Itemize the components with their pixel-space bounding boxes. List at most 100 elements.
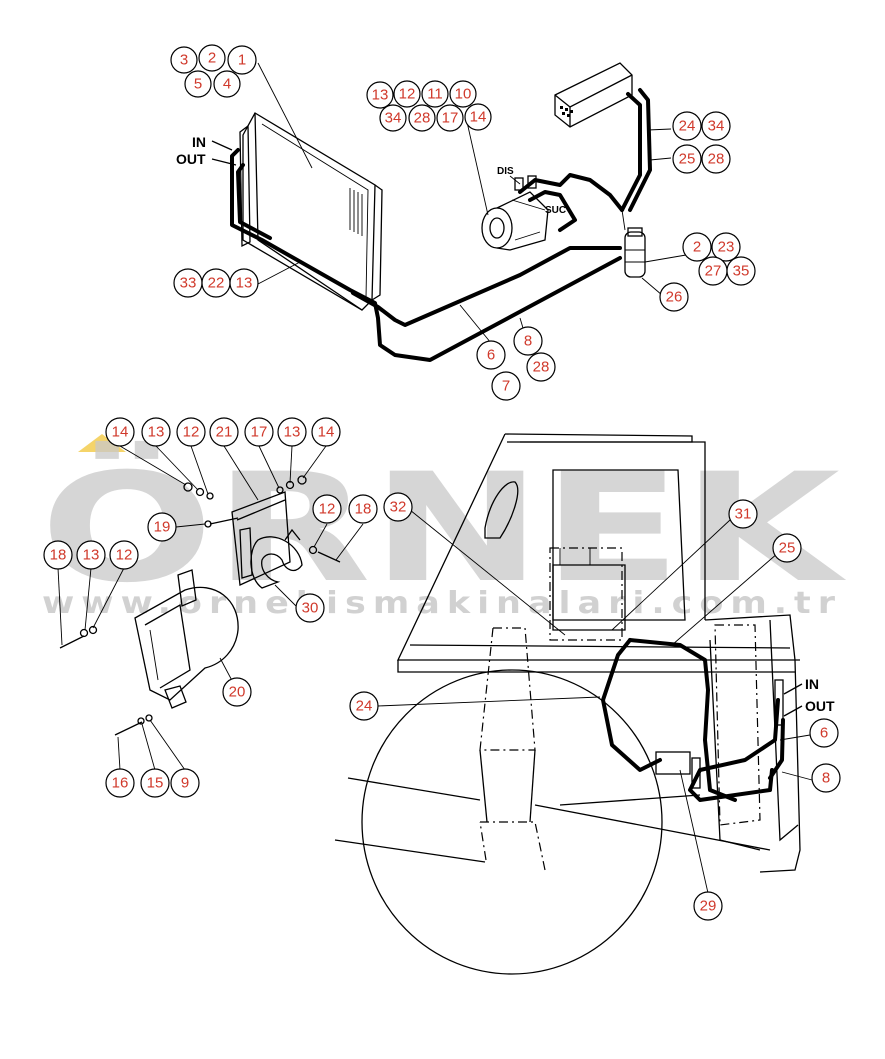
wheel xyxy=(361,669,663,975)
callout-18: 18 xyxy=(348,494,378,524)
callout-17: 17 xyxy=(244,417,274,447)
svg-text:12: 12 xyxy=(183,424,200,441)
clamp xyxy=(250,536,303,589)
callout-16: 16 xyxy=(105,768,135,798)
callout-6: 6 xyxy=(809,718,839,748)
hose-6 xyxy=(688,698,780,802)
svg-text:9: 9 xyxy=(181,775,189,792)
callout-bubbles: 3 2 1 5 4 13 12 11 10 34 28 17 14 24 34 … xyxy=(43,44,841,921)
watermark: ÖRNEK www.ornekismakinalari.com.tr xyxy=(40,434,846,621)
hose-compressor-2 xyxy=(528,190,577,232)
svg-text:12: 12 xyxy=(319,501,336,518)
bracket-plate xyxy=(231,491,291,586)
callout-17: 17 xyxy=(436,104,464,132)
svg-text:6: 6 xyxy=(820,725,828,742)
hose-compressor xyxy=(518,173,624,212)
svg-text:31: 31 xyxy=(735,506,752,523)
callout-13: 13 xyxy=(229,268,259,298)
machine-installation-view: IN OUT xyxy=(334,433,835,975)
svg-text:18: 18 xyxy=(50,547,67,564)
callout-8: 8 xyxy=(513,326,543,356)
callout-24: 24 xyxy=(349,691,379,721)
callout-12: 12 xyxy=(393,80,421,108)
svg-text:14: 14 xyxy=(318,424,335,441)
in-label-bottom: IN xyxy=(805,676,819,692)
svg-text:18: 18 xyxy=(355,501,372,518)
callout-33: 33 xyxy=(173,268,203,298)
callout-12: 12 xyxy=(312,494,342,524)
compressor xyxy=(481,175,549,251)
callout-15: 15 xyxy=(140,768,170,798)
svg-text:8: 8 xyxy=(524,333,532,350)
svg-text:12: 12 xyxy=(399,86,416,103)
callout-14: 14 xyxy=(311,417,341,447)
svg-text:25: 25 xyxy=(679,151,696,168)
svg-text:16: 16 xyxy=(112,775,129,792)
hose-24 xyxy=(601,638,662,772)
svg-text:34: 34 xyxy=(385,110,402,127)
callout-4: 4 xyxy=(213,70,241,98)
compressor-mount-assembly xyxy=(57,445,364,771)
svg-text:13: 13 xyxy=(372,87,389,104)
callout-19: 19 xyxy=(147,512,177,542)
svg-text:17: 17 xyxy=(251,424,268,441)
callout-18: 18 xyxy=(43,540,73,570)
callout-12: 12 xyxy=(176,417,206,447)
svg-text:13: 13 xyxy=(284,424,301,441)
svg-text:14: 14 xyxy=(470,109,487,126)
callout-32: 32 xyxy=(383,492,413,522)
callout-20: 20 xyxy=(222,677,252,707)
callout-25: 25 xyxy=(772,533,802,563)
callout-1: 1 xyxy=(227,45,257,75)
svg-text:11: 11 xyxy=(427,86,443,103)
svg-text:35: 35 xyxy=(733,263,750,280)
watermark-url: www.ornekismakinalari.com.tr xyxy=(42,586,842,621)
svg-text:6: 6 xyxy=(487,347,495,364)
callout-9: 9 xyxy=(170,768,200,798)
out-label-bottom: OUT xyxy=(805,698,835,714)
callout-2: 2 xyxy=(682,232,712,262)
hose-to-box-2 xyxy=(628,88,652,212)
svg-text:13: 13 xyxy=(148,424,165,441)
callout-30: 30 xyxy=(295,593,325,623)
callout-14: 14 xyxy=(105,417,135,447)
svg-text:32: 32 xyxy=(390,499,407,516)
condenser xyxy=(239,112,383,311)
callout-25: 25 xyxy=(672,144,702,174)
svg-text:20: 20 xyxy=(229,684,246,701)
callout-13: 13 xyxy=(76,540,106,570)
svg-text:1: 1 xyxy=(238,52,246,69)
svg-text:7: 7 xyxy=(502,378,510,395)
svg-text:17: 17 xyxy=(442,110,459,127)
svg-text:30: 30 xyxy=(302,600,319,617)
out-label-top: OUT xyxy=(176,151,206,167)
callout-22: 22 xyxy=(201,268,231,298)
callout-35: 35 xyxy=(726,256,756,286)
svg-text:14: 14 xyxy=(112,424,129,441)
svg-text:34: 34 xyxy=(708,118,725,135)
callout-27: 27 xyxy=(698,256,728,286)
top-ac-assembly: DIS SUC IN OUT xyxy=(176,62,687,362)
callout-6: 6 xyxy=(476,340,506,370)
callout-34: 34 xyxy=(701,111,731,141)
callout-31: 31 xyxy=(728,499,758,529)
callout-3: 3 xyxy=(170,46,198,74)
hose-25 xyxy=(628,638,737,802)
suc-label: SUC xyxy=(545,205,566,216)
svg-text:28: 28 xyxy=(533,359,550,376)
svg-text:2: 2 xyxy=(208,50,216,67)
callout-13: 13 xyxy=(277,417,307,447)
svg-text:24: 24 xyxy=(356,698,373,715)
callout-13: 13 xyxy=(141,417,171,447)
callout-29: 29 xyxy=(693,891,723,921)
svg-text:28: 28 xyxy=(414,110,431,127)
svg-text:21: 21 xyxy=(216,424,233,441)
hose-out-top xyxy=(236,163,272,240)
callout-28: 28 xyxy=(526,352,556,382)
svg-text:5: 5 xyxy=(194,76,202,93)
callout-28: 28 xyxy=(408,104,436,132)
cover-shield xyxy=(134,586,239,701)
svg-text:29: 29 xyxy=(700,898,717,915)
svg-text:4: 4 xyxy=(223,76,231,93)
